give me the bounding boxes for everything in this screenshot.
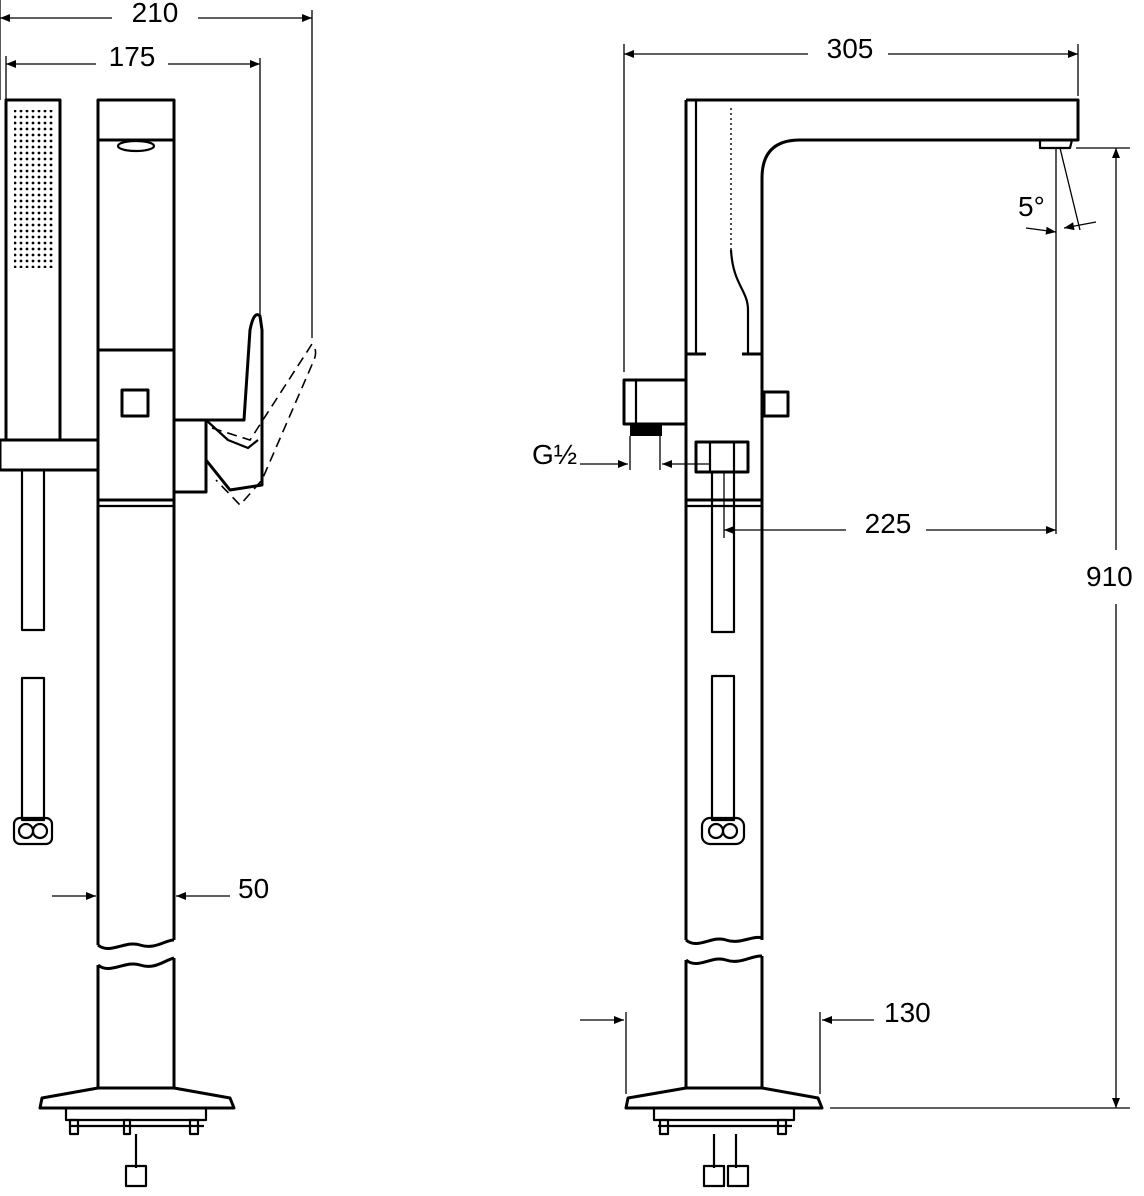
dimension-label-angle: 5°	[1018, 191, 1045, 222]
dimension-label-50: 50	[238, 873, 269, 904]
dimension-210: 210	[0, 0, 313, 338]
dimension-label-175: 175	[109, 41, 156, 72]
hand-shower	[0, 98, 100, 846]
column-side	[38, 98, 236, 1188]
dimension-305: 305	[623, 33, 1079, 372]
dimension-label-225: 225	[865, 508, 912, 539]
dimension-225: 225	[723, 472, 1056, 539]
dimension-910: 910	[830, 147, 1133, 1109]
dimension-angle: 5°	[1018, 147, 1097, 534]
side-view: 210 175 50	[0, 0, 317, 1188]
column-front	[622, 98, 1080, 1188]
lever-mixer	[172, 313, 317, 507]
front-view: 305 5° G½ 225	[532, 33, 1133, 1188]
dimension-label-210: 210	[132, 0, 179, 28]
dimension-thread: G½	[532, 436, 710, 470]
dimension-130: 130	[580, 997, 931, 1094]
dimension-label-130: 130	[884, 997, 931, 1028]
dimension-label-910: 910	[1086, 561, 1133, 592]
dimension-50: 50	[52, 873, 269, 904]
dimension-175: 175	[5, 41, 261, 320]
dimension-label-305: 305	[827, 33, 874, 64]
dimension-label-thread: G½	[532, 439, 577, 470]
